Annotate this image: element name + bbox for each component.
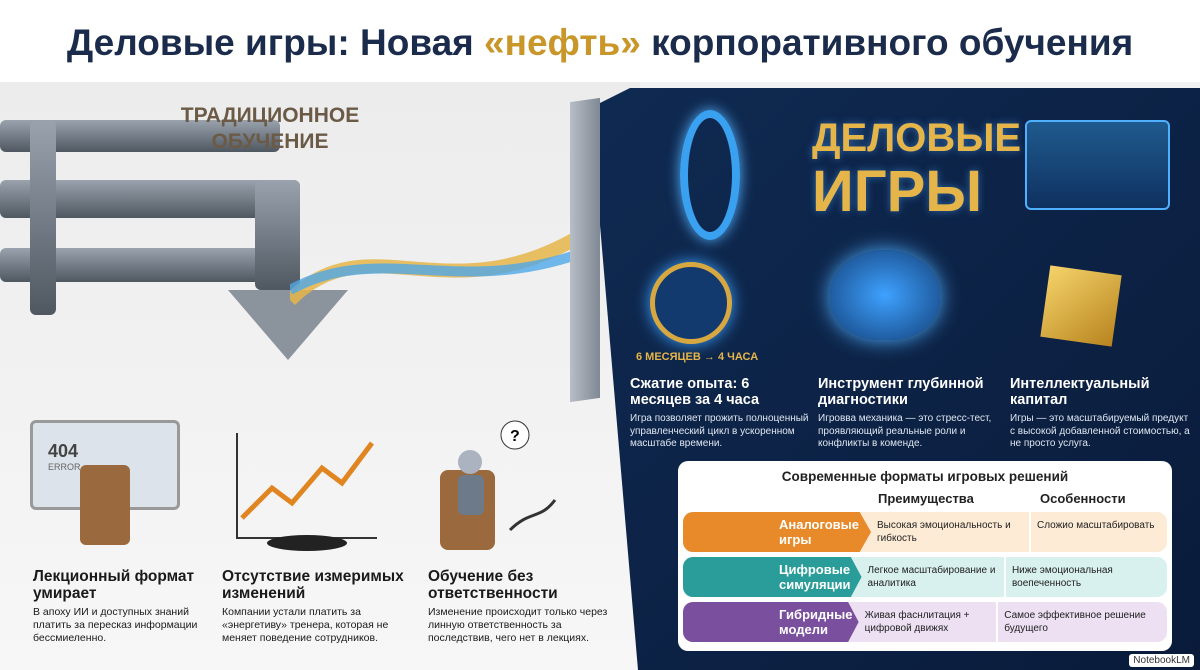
- row-feature: Самое эффективное решение будущего: [1004, 610, 1146, 634]
- right-item-text: Игра позволяет прожить полноценный управ…: [630, 413, 809, 449]
- portal-ring-icon: [680, 110, 740, 240]
- left-item-text: Компании устали платить за «энергетиву» …: [222, 606, 389, 644]
- rising-chart-icon: [236, 433, 377, 551]
- gold-cube-icon: [1040, 265, 1122, 347]
- left-item-title: Отсутствие измеримых изменений: [222, 568, 404, 602]
- brand-line: ИГРЫ: [812, 159, 983, 224]
- left-item-text: Изменение происходит только через линную…: [428, 606, 608, 644]
- row-advantage: Высокая эмоциональность и гибкость: [871, 512, 1031, 552]
- title-text: Деловые игры: Новая: [66, 22, 485, 63]
- left-item-title: Обучение без ответственности: [428, 568, 558, 602]
- right-item-title: Инструмент глубинной диагностики: [818, 376, 984, 408]
- left-item-text: В апоху ИИ и доступных знаний платить за…: [33, 606, 198, 644]
- funnel-icon: [228, 290, 348, 360]
- row-advantage: Живая фаснлитация + цифровой движях: [859, 602, 999, 642]
- formats-table: Современные форматы игровых решений Преи…: [678, 461, 1172, 651]
- stream-illustration: [290, 224, 590, 305]
- row-advantage: Легкое масштабирование и аналитика: [862, 557, 1006, 597]
- left-item-title: Лекционный формат умирает: [33, 568, 195, 602]
- podium-icon: [80, 465, 130, 545]
- stopwatch-icon: [650, 262, 732, 344]
- row-label: Цифровые симуляции: [683, 557, 862, 597]
- column-header: Особенности: [1040, 491, 1126, 506]
- pipe-illustration: [30, 120, 56, 315]
- wall-illustration: [570, 97, 600, 403]
- column-header: Преимущества: [878, 491, 974, 506]
- right-item-text: Игровва механика — это стресс-тест, проя…: [818, 413, 992, 449]
- pipe-illustration: [255, 180, 300, 290]
- traditional-label: ТРАДИЦИОННОЕ ОБУЧЕНИЕ: [175, 103, 365, 155]
- title-text-end: корпоративного обучения: [640, 22, 1134, 63]
- row-feature: Сложио масштабировать: [1037, 520, 1155, 531]
- error-code: 404: [48, 441, 79, 461]
- traditional-label-line: ТРАДИЦИОННОЕ: [180, 104, 360, 127]
- row-label: Гибридные модели: [683, 602, 859, 642]
- clock-caption: 6 МЕСЯЦЕВ → 4 ЧАСА: [636, 351, 759, 363]
- brain-icon: [830, 250, 940, 340]
- person-chair-icon: ?: [440, 420, 557, 550]
- row-label: Аналоговые игры: [683, 512, 871, 552]
- traditional-label-line: ОБУЧЕНИЕ: [211, 130, 329, 153]
- right-item-title: Интеллектуальный капитал: [1010, 376, 1150, 408]
- row-feature: Ниже эмоциональная воепеченность: [1011, 565, 1113, 589]
- right-item-title: Сжатие опыта: 6 месяцев за 4 часа: [630, 376, 760, 408]
- refinery-icon: [1025, 120, 1170, 210]
- svg-text:?: ?: [510, 428, 520, 445]
- right-item-text: Игры — это масштабируемый предукт с высо…: [1010, 413, 1190, 449]
- error-label: ERROR: [48, 462, 81, 472]
- notebooklm-watermark: NotebookLM: [1129, 654, 1194, 667]
- table-title: Современные форматы игровых решений: [781, 469, 1069, 484]
- title-highlight: «нефть»: [484, 22, 641, 63]
- page-title: Деловые игры: Новая «нефть» корпоративно…: [0, 0, 1200, 82]
- left-item: Лекционный формат умирает В апоху ИИ и до…: [33, 568, 213, 645]
- brand-line: ДЕЛОВЫЕ: [812, 116, 1022, 160]
